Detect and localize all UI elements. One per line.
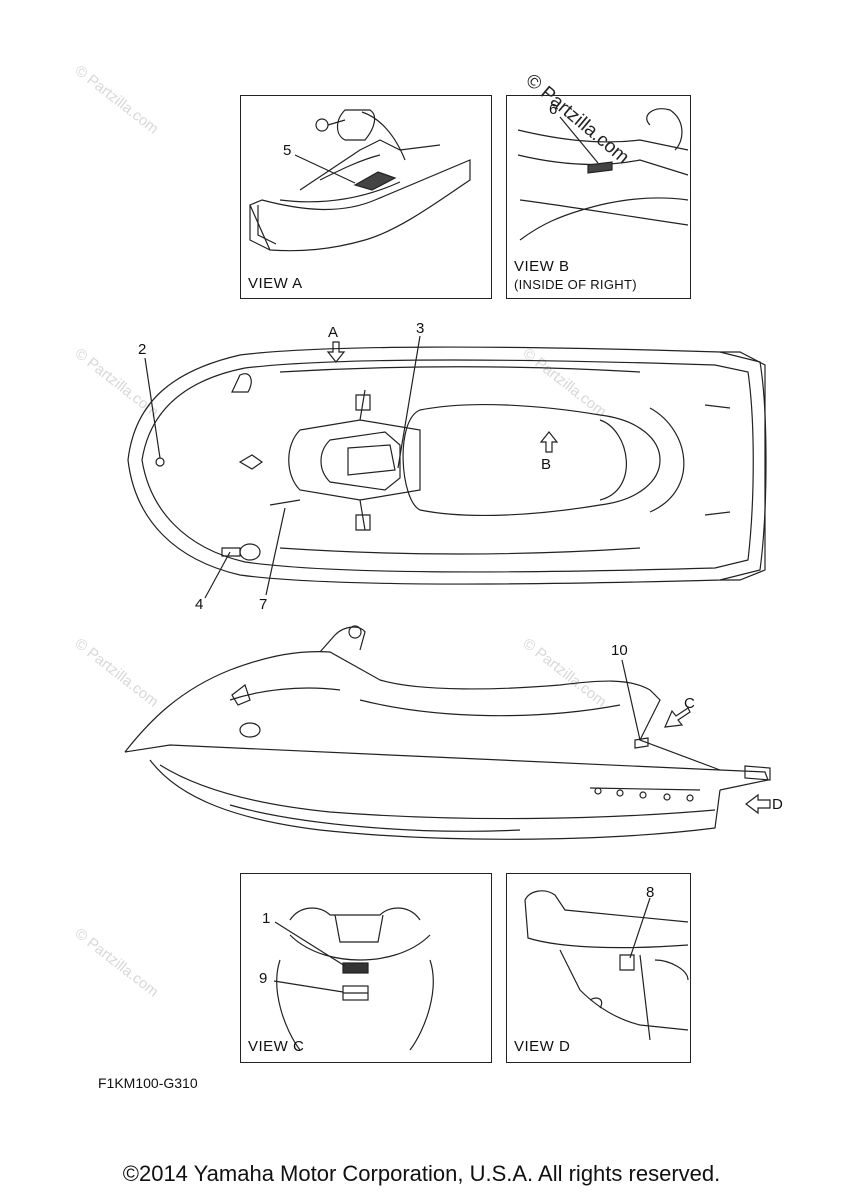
view-d-panel (506, 873, 691, 1063)
side-view-hull (124, 625, 771, 840)
diagram-part-code: F1KM100-G310 (98, 1075, 198, 1091)
direction-marker-d: D (772, 796, 783, 813)
callout-9: 9 (259, 970, 268, 987)
view-b-sublabel: (INSIDE OF RIGHT) (514, 277, 637, 292)
view-c-label: VIEW C (248, 1038, 305, 1055)
view-b-label: VIEW B (514, 258, 570, 275)
callout-7: 7 (259, 596, 268, 613)
callout-1: 1 (262, 910, 271, 927)
top-view-hull (127, 335, 767, 599)
view-a-label: VIEW A (248, 275, 303, 292)
view-d-label: VIEW D (514, 1038, 571, 1055)
view-d-sketch (524, 890, 689, 1041)
callout-6: 6 (549, 101, 558, 118)
callout-3: 3 (416, 320, 425, 337)
view-b-sketch (517, 108, 689, 241)
callout-4: 4 (195, 596, 204, 613)
direction-marker-b: B (541, 456, 552, 473)
callout-5: 5 (283, 142, 292, 159)
view-c-sketch (273, 907, 434, 1051)
direction-marker-c: C (684, 695, 695, 712)
direction-marker-a: A (328, 324, 339, 341)
callout-8: 8 (646, 884, 655, 901)
callout-2: 2 (138, 341, 147, 358)
callout-10: 10 (611, 642, 628, 659)
copyright-notice: ©2014 Yamaha Motor Corporation, U.S.A. A… (122, 1161, 721, 1186)
view-a-panel (240, 95, 492, 299)
view-a-sketch (249, 109, 471, 252)
view-b-panel (506, 95, 691, 299)
